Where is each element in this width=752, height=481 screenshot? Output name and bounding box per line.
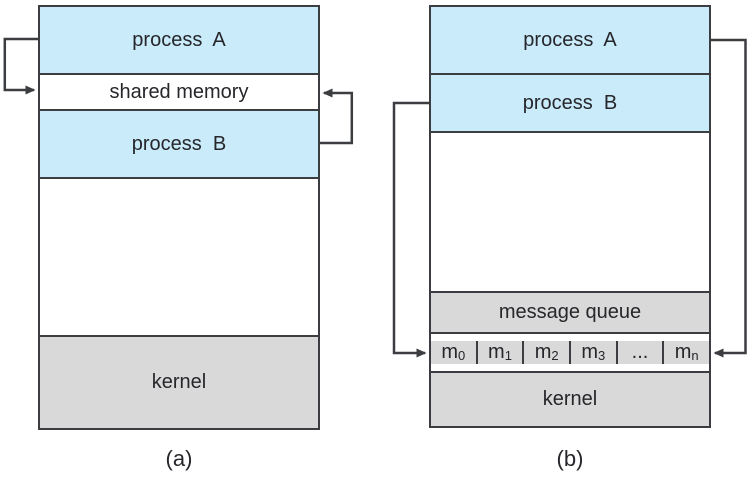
cell-base: m	[534, 341, 552, 363]
shared-memory-label: shared memory	[109, 80, 249, 103]
diagram-shared-memory: process A shared memory process B kernel	[38, 5, 320, 430]
process-a-label: process A	[523, 28, 617, 51]
message-queue-label: message queue	[498, 301, 642, 323]
process-b-box: process B	[40, 111, 318, 179]
shared-memory-box: shared memory	[40, 75, 318, 111]
cell-base: m	[441, 341, 459, 363]
cell-sub: 1	[504, 347, 512, 363]
process-a-box: process A	[431, 7, 709, 75]
kernel-box: kernel	[431, 373, 709, 426]
cell-base: ...	[631, 341, 649, 363]
caption-a: (a)	[38, 441, 320, 477]
cell-sub: 3	[598, 347, 606, 363]
process-b-box: process B	[431, 75, 709, 133]
message-queue-box: message queue	[431, 293, 709, 334]
kernel-box: kernel	[40, 337, 318, 428]
caption-b-label: (b)	[556, 446, 584, 471]
arrow-process-a-to-message-queue	[711, 38, 747, 358]
cell-base: m	[488, 341, 505, 363]
caption-a-label: (a)	[165, 446, 193, 471]
message-cell-ellipsis: ...	[617, 341, 665, 364]
kernel-label: kernel	[151, 371, 207, 393]
process-b-label: process B	[131, 132, 227, 155]
cell-base: m	[581, 341, 599, 363]
kernel-label: kernel	[542, 388, 598, 410]
process-a-box: process A	[40, 7, 318, 75]
user-space-area	[40, 179, 318, 337]
user-space-area	[431, 133, 709, 293]
cell-sub: 0	[458, 347, 466, 363]
arrow-process-b-to-message-queue	[392, 101, 429, 358]
arrow-process-a-to-shared-memory	[3, 37, 38, 95]
process-a-label: process A	[132, 28, 226, 51]
arrow-process-b-to-shared-memory	[320, 88, 354, 145]
cell-sub: 2	[551, 347, 559, 363]
process-b-label: process B	[522, 91, 618, 114]
cell-sub: n	[691, 347, 699, 363]
caption-b: (b)	[429, 441, 711, 477]
cell-base: m	[674, 341, 692, 363]
